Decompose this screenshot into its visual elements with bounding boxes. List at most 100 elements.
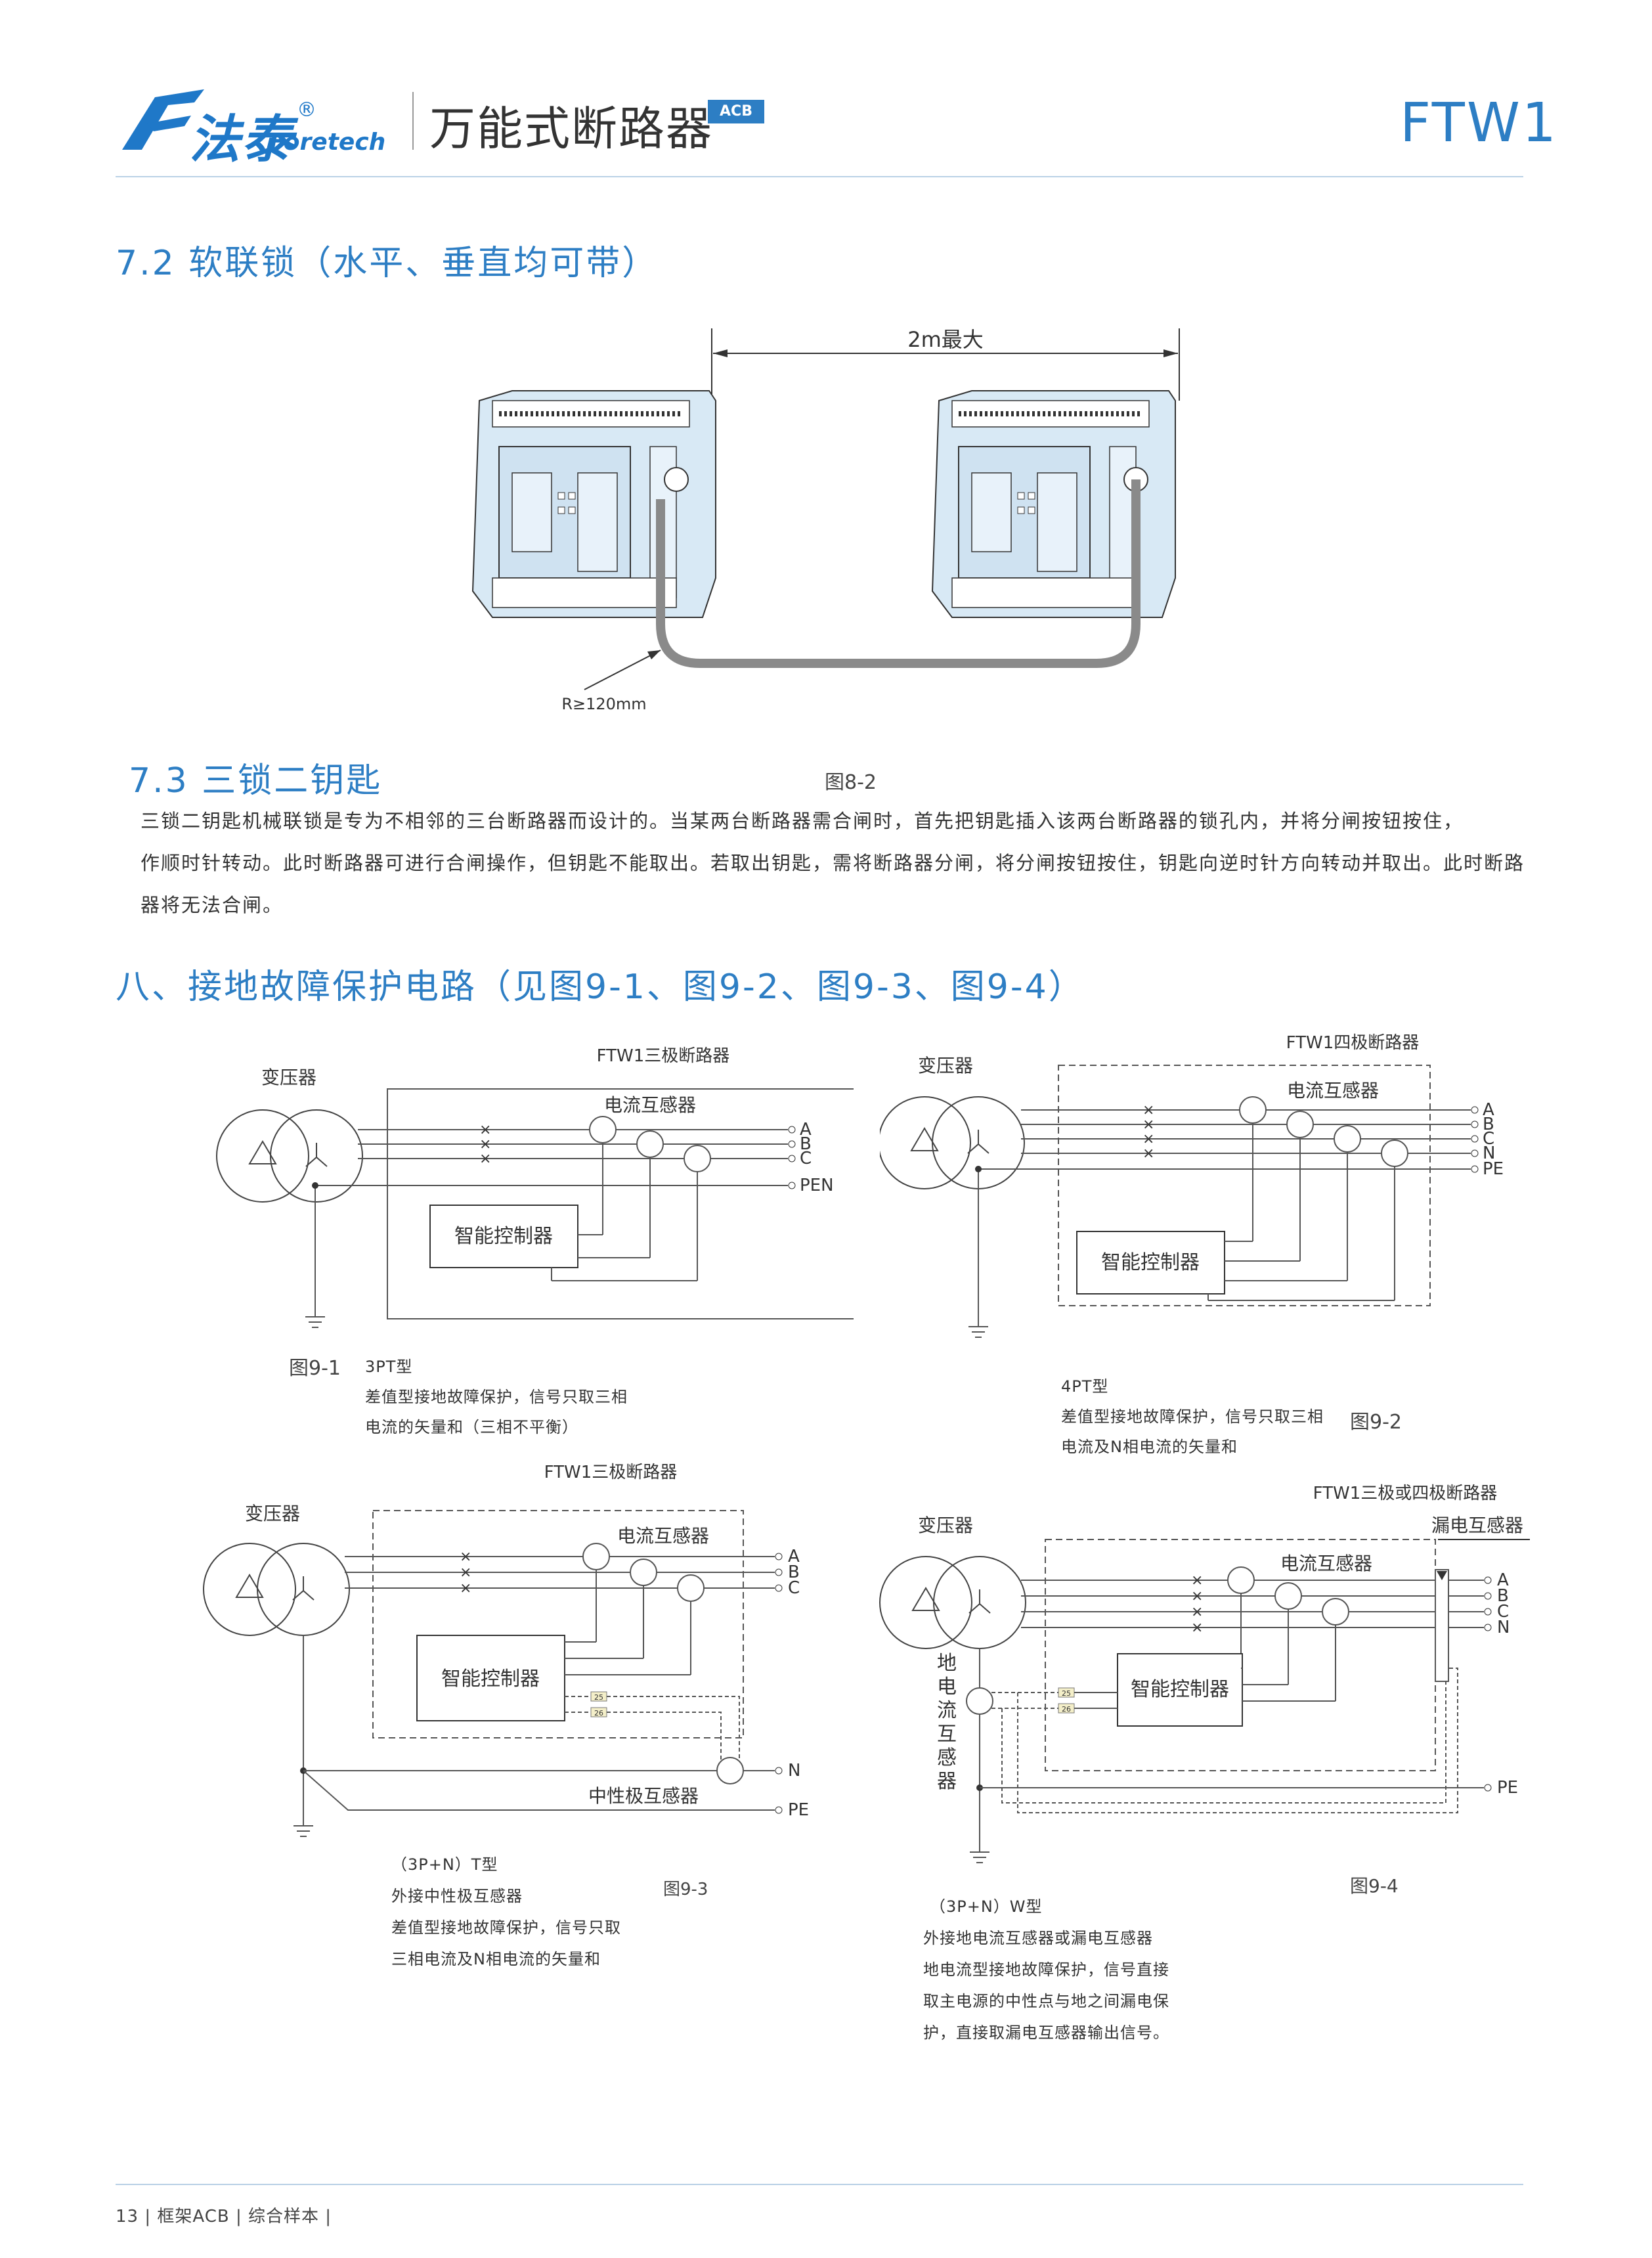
figure-9-1-note-3: 电流的矢量和（三相不平衡） [365, 1418, 578, 1436]
figure-9-3-caption: 图9-3 [663, 1880, 708, 1899]
diagram-label: 变压器 [245, 1503, 300, 1524]
section-7-3-para-line-3: 器将无法合闸。 [141, 894, 284, 916]
diagram-label: × [1142, 1102, 1154, 1118]
dimension-label: 2m最大 [907, 327, 984, 352]
figure-9-4-note-4: 取主电源的中性点与地之间漏电保 [923, 1992, 1169, 2010]
diagram-label: 电流互感器 [604, 1094, 696, 1116]
diagram-label: 变压器 [918, 1055, 973, 1076]
acb-badge: ACB [708, 100, 764, 123]
brand-name-cn: 法泰 [189, 110, 295, 169]
breaker-right [931, 390, 1176, 618]
diagram-label: × [1191, 1620, 1203, 1636]
diagram-label: A [788, 1547, 800, 1566]
diagram-label: 25 [1062, 1689, 1071, 1698]
figure-9-2-caption: 图9-2 [1350, 1411, 1402, 1434]
diagram-label: N [1497, 1618, 1510, 1637]
diagram-label: × [1142, 1131, 1154, 1147]
diagram-label: B [1497, 1586, 1509, 1606]
figure-9-1-note-2: 差值型接地故障保护，信号只取三相 [365, 1388, 628, 1406]
diagram-label: FTW1三极或四极断路器 [1313, 1484, 1498, 1503]
diagram-label: C [1497, 1602, 1509, 1622]
figure-9-1-note-1: 3PT型 [365, 1358, 413, 1376]
diagram-label: 感 [937, 1746, 957, 1769]
figure-9-4-note-1: （3P+N）W型 [930, 1897, 1043, 1916]
section-7-3-heading: 7.3 三锁二钥匙 [129, 761, 383, 801]
figure-9-4-note-3: 地电流型接地故障保护，信号直接 [923, 1960, 1169, 1979]
diagram-label: × [460, 1549, 471, 1565]
diagram-label: PE [788, 1800, 809, 1820]
diagram-label: A [800, 1120, 812, 1140]
diagram-label: 变压器 [918, 1515, 973, 1536]
diagram-label: × [1191, 1604, 1203, 1620]
diagram-label: A [1483, 1100, 1494, 1120]
figure-9-3-note-3: 差值型接地故障保护，信号只取 [391, 1918, 621, 1937]
figure-9-3-note-4: 三相电流及N相电流的矢量和 [391, 1950, 601, 1968]
header-rule [116, 176, 1523, 177]
diagram-label: 地 [937, 1652, 957, 1675]
diagram-label: 智能控制器 [1131, 1678, 1229, 1701]
figure-9-1-caption: 图9-1 [289, 1357, 341, 1380]
figure-9-2-note-2: 差值型接地故障保护，信号只取三相 [1061, 1407, 1324, 1426]
figure-9-3-note-2: 外接中性极互感器 [391, 1887, 523, 1905]
diagram-label: × [1191, 1588, 1203, 1605]
figure-9-2-note-1: 4PT型 [1061, 1377, 1109, 1396]
diagram-label: A [1497, 1570, 1509, 1590]
diagram-label: B [1483, 1115, 1494, 1134]
diagram-label: C [788, 1578, 800, 1598]
figure-8-2-caption: 图8-2 [825, 771, 877, 794]
diagram-label: B [788, 1562, 800, 1582]
diagram-label: PE [1497, 1778, 1518, 1798]
diagram-label: PE [1483, 1159, 1504, 1179]
figure-9-4-caption: 图9-4 [1350, 1875, 1399, 1897]
diagram-label: × [1142, 1145, 1154, 1162]
section-7-2-heading: 7.2 软联锁（水平、垂直均可带） [116, 244, 659, 283]
figure-9-4-note-2: 外接地电流互感器或漏电互感器 [923, 1929, 1153, 1947]
diagram-label: 电流互感器 [617, 1525, 709, 1547]
registered-mark: ® [297, 99, 316, 122]
diagram-label: 26 [1062, 1705, 1071, 1714]
footer-rule [116, 2184, 1523, 2185]
product-title: 万能式断路器 [429, 102, 713, 156]
diagram-label: 25 [594, 1693, 603, 1702]
diagram-label: B [800, 1134, 812, 1154]
diagram-label: × [1191, 1572, 1203, 1589]
diagram-label: N [1483, 1143, 1495, 1163]
diagram-label: × [479, 1136, 491, 1153]
figure-9-2-diagram: 变压器 FTW1四极断路器 电流互感器 × × × × 智能控制器 A B C … [880, 1033, 1504, 1338]
diagram-label: 智能控制器 [1101, 1251, 1200, 1274]
diagram-label: 器 [937, 1770, 957, 1793]
diagram-label: C [800, 1149, 812, 1168]
diagram-label: PEN [800, 1176, 834, 1195]
diagram-label: FTW1三极断路器 [597, 1046, 730, 1066]
diagram-label: C [1483, 1129, 1494, 1149]
radius-label: R≥120mm [561, 695, 646, 713]
breaker-left [471, 390, 716, 618]
interlock-cable [656, 479, 1141, 668]
diagram-label: × [479, 1122, 491, 1138]
diagram-label: 漏电互感器 [1431, 1515, 1523, 1536]
diagram-label: 变压器 [261, 1067, 316, 1088]
diagram-label: FTW1四极断路器 [1286, 1033, 1420, 1053]
page-footer: 13 | 框架ACB | 综合样本 | [116, 2207, 332, 2226]
section-8-heading: 八、接地故障保护电路（见图9-1、图9-2、图9-3、图9-4） [116, 967, 1085, 1007]
diagram-label: × [460, 1564, 471, 1581]
figure-9-4-note-5: 护，直接取漏电互感器输出信号。 [923, 2024, 1169, 2042]
brand-name-en: Foretech [269, 129, 386, 156]
diagram-label: × [1142, 1117, 1154, 1133]
figure-9-4-diagram: FTW1三极或四极断路器 变压器 漏电互感器 电流互感器 × × × × 智能控… [879, 1484, 1530, 1863]
diagram-label: × [479, 1151, 491, 1167]
diagram-label: 智能控制器 [454, 1225, 553, 1248]
diagram-label: 智能控制器 [441, 1668, 540, 1691]
soft-interlock-figure: 2m最大 R≥120mm [471, 327, 1180, 713]
diagram-label: 中性极互感器 [588, 1785, 699, 1807]
model-name: FTW1 [1400, 92, 1559, 154]
diagram-label: 电流互感器 [1280, 1553, 1372, 1574]
figure-9-3-note-1: （3P+N）T型 [391, 1855, 498, 1874]
diagram-label: 互 [937, 1723, 957, 1746]
diagram-label: 电流互感器 [1287, 1080, 1379, 1101]
foretech-logo-icon [122, 89, 204, 150]
diagram-label: FTW1三极断路器 [544, 1463, 678, 1482]
section-7-3-para-line-2: 作顺时针转动。此时断路器可进行合闸操作，但钥匙不能取出。若取出钥匙，需将断路器分… [141, 852, 1525, 874]
figure-9-1-diagram: 变压器 FTW1三极断路器 智能控制器 电流互感器 × × × A B C PE… [216, 1046, 854, 1328]
diagram-label: N [788, 1761, 800, 1781]
